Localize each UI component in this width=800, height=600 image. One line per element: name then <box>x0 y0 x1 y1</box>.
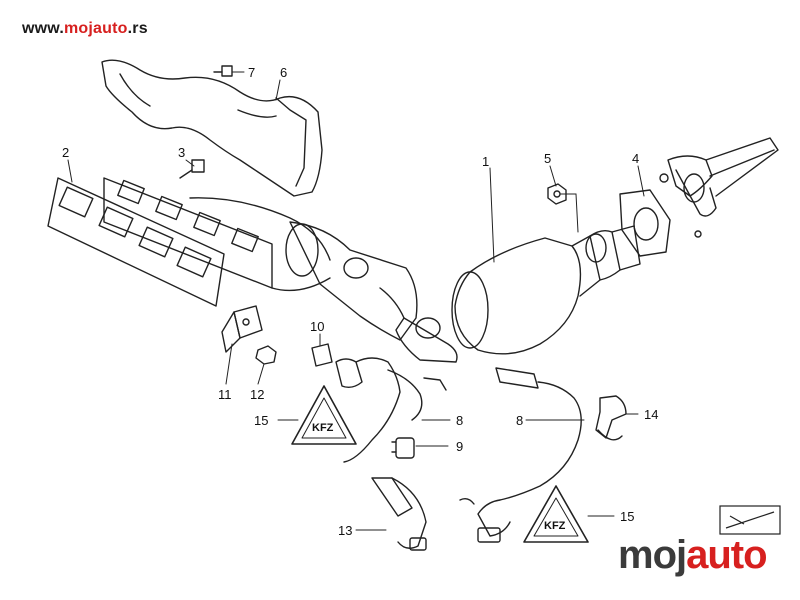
watermark-logo-left: moj <box>618 533 687 577</box>
part-label-2: 2 <box>62 145 69 160</box>
part-label-5: 5 <box>544 151 551 166</box>
catalytic-converter-part <box>451 225 641 355</box>
warning-triangle-right <box>523 485 589 543</box>
part-label-9: 9 <box>456 439 463 454</box>
part-label-14: 14 <box>644 407 658 422</box>
manifold-gasket-part <box>47 177 225 307</box>
part-label-7: 7 <box>248 65 255 80</box>
leader-lines <box>67 71 645 531</box>
part-label-13: 13 <box>338 523 352 538</box>
part-label-15-right: 15 <box>620 509 634 524</box>
flange-gasket-part <box>619 189 671 257</box>
watermark-logo-accent: auto <box>686 533 767 577</box>
part-label-12: 12 <box>250 387 264 402</box>
corner-reference-icon <box>719 505 781 535</box>
clip-part-10 <box>311 343 333 367</box>
site-url[interactable]: www.mojauto.rs <box>22 20 148 38</box>
sensor-plug-part-9 <box>391 437 415 459</box>
watermark-logo: mojauto <box>612 528 792 584</box>
part-label-6: 6 <box>280 65 287 80</box>
part-label-10: 10 <box>310 319 324 334</box>
part-label-1: 1 <box>482 154 489 169</box>
part-label-8-right: 8 <box>516 413 523 428</box>
site-url-suffix: .rs <box>127 20 148 37</box>
bolt-part-7 <box>213 65 233 77</box>
nut-part-12 <box>255 345 277 365</box>
exhaust-manifold <box>103 177 331 292</box>
bolt-part-3 <box>179 159 205 179</box>
pre-catalyst-pipe <box>285 221 458 363</box>
warning-triangle-right-text: KFZ <box>544 520 566 532</box>
part-label-3: 3 <box>178 145 185 160</box>
bracket-part-13 <box>371 477 427 551</box>
warning-triangle-left-text: KFZ <box>312 422 334 434</box>
clip-part-14 <box>595 395 627 441</box>
oxygen-sensor-right <box>459 367 582 543</box>
bracket-part-11 <box>221 305 263 353</box>
heat-shield-part <box>101 59 323 197</box>
oxygen-sensor-left <box>335 357 447 463</box>
exhaust-pipe <box>659 137 779 238</box>
part-label-11: 11 <box>218 387 232 402</box>
part-label-4: 4 <box>632 151 639 166</box>
site-url-brand: mojauto <box>64 20 128 37</box>
part-label-8-left: 8 <box>456 413 463 428</box>
site-url-prefix: www. <box>22 20 64 37</box>
warning-triangle-left <box>291 385 357 445</box>
part-label-15-left: 15 <box>254 413 268 428</box>
